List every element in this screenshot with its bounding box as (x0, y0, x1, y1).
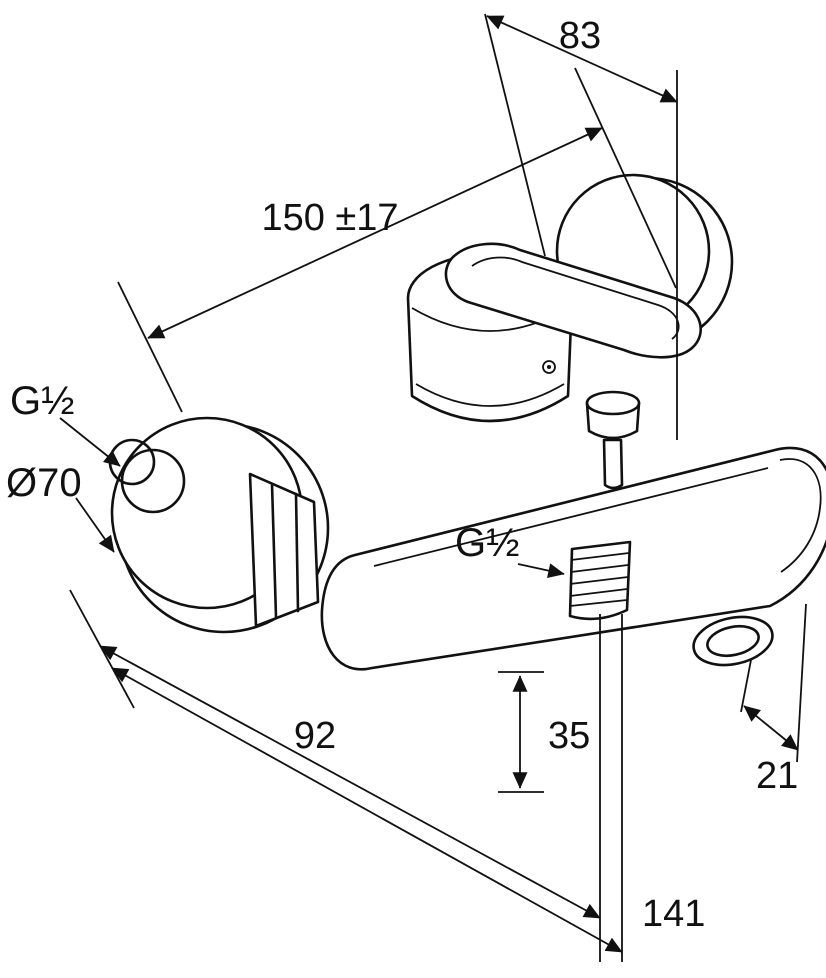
outlet-thread-callout: G½ (455, 521, 565, 578)
dimension-83: 83 (486, 15, 678, 103)
escutcheon-diameter-label: Ø70 (6, 461, 82, 505)
dimension-150: 150 ±17 (147, 127, 603, 339)
shower-hose-thread (568, 540, 632, 621)
outlet-thread-label: G½ (455, 521, 519, 565)
dim-150-label: 150 ±17 (261, 197, 398, 239)
dimension-35: 35 (512, 675, 590, 789)
mounting-nut (248, 472, 320, 628)
handle-screw (542, 360, 556, 374)
dimension-21: 21 (743, 705, 799, 797)
escutcheon-diameter-callout: Ø70 (6, 461, 115, 553)
dim-83-label: 83 (559, 15, 601, 57)
dim-141-label: 141 (642, 893, 705, 935)
wall-thread-callout: G½ (10, 379, 121, 467)
dim-35-label: 35 (548, 715, 590, 757)
faucet-drawing (108, 173, 826, 671)
diverter-stem (602, 438, 624, 490)
dim-21-label: 21 (756, 755, 798, 797)
dim-92-label: 92 (294, 715, 336, 757)
aerator-outlet (692, 615, 774, 667)
dimension-92: 92 (99, 645, 601, 919)
wall-thread-label: G½ (10, 379, 74, 423)
diverter-knob (585, 390, 641, 490)
dimension-141: 141 (111, 667, 705, 953)
